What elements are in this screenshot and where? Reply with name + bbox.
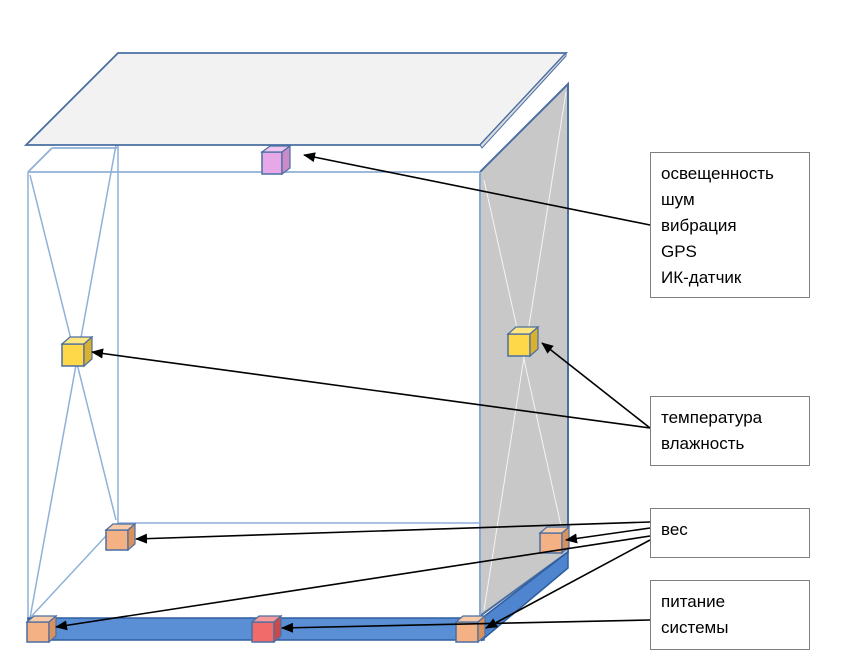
sensor-left-yellow bbox=[60, 335, 94, 368]
weight-sensors-label-box: вес bbox=[650, 508, 810, 558]
top-lid-back-edge bbox=[479, 51, 567, 149]
label-humidity: влажность bbox=[661, 434, 745, 453]
arrow-top-sensor bbox=[303, 152, 651, 226]
arrow-weight-front-right bbox=[485, 539, 651, 629]
label-ir-sensor: ИК-датчик bbox=[661, 268, 742, 287]
label-noise: шум bbox=[661, 190, 695, 209]
sensor-weight-front-left bbox=[25, 614, 58, 644]
climate-sensors-label-box: температура влажность bbox=[650, 396, 810, 466]
sensor-top-pink bbox=[260, 144, 292, 176]
arrow-weight-back-left bbox=[135, 521, 651, 544]
arrow-power bbox=[281, 619, 651, 633]
arrow-climate-left bbox=[91, 348, 651, 429]
arrow-weight-back-right bbox=[565, 527, 651, 544]
arrow-weight-front-left bbox=[55, 535, 651, 631]
label-power-1: питание bbox=[661, 592, 726, 611]
arrow-climate-right bbox=[541, 342, 651, 429]
sensor-right-yellow bbox=[506, 325, 540, 358]
top-lid-panel bbox=[23, 52, 569, 146]
front-frame bbox=[27, 147, 481, 618]
label-vibration: вибрация bbox=[661, 216, 737, 235]
sensor-power-red bbox=[250, 614, 283, 644]
arrows bbox=[55, 152, 651, 633]
sensor-weight-back-left bbox=[104, 522, 137, 552]
label-temperature: температура bbox=[661, 408, 763, 427]
label-illumination: освещенность bbox=[661, 164, 774, 183]
top-sensors-label-box: освещенность шум вибрация GPS ИК-датчик bbox=[650, 152, 810, 298]
label-weight: вес bbox=[661, 520, 688, 539]
label-power-2: системы bbox=[661, 618, 729, 637]
sensor-weight-front-right bbox=[454, 614, 487, 644]
label-gps: GPS bbox=[661, 242, 697, 261]
power-label-box: питание системы bbox=[650, 580, 810, 650]
